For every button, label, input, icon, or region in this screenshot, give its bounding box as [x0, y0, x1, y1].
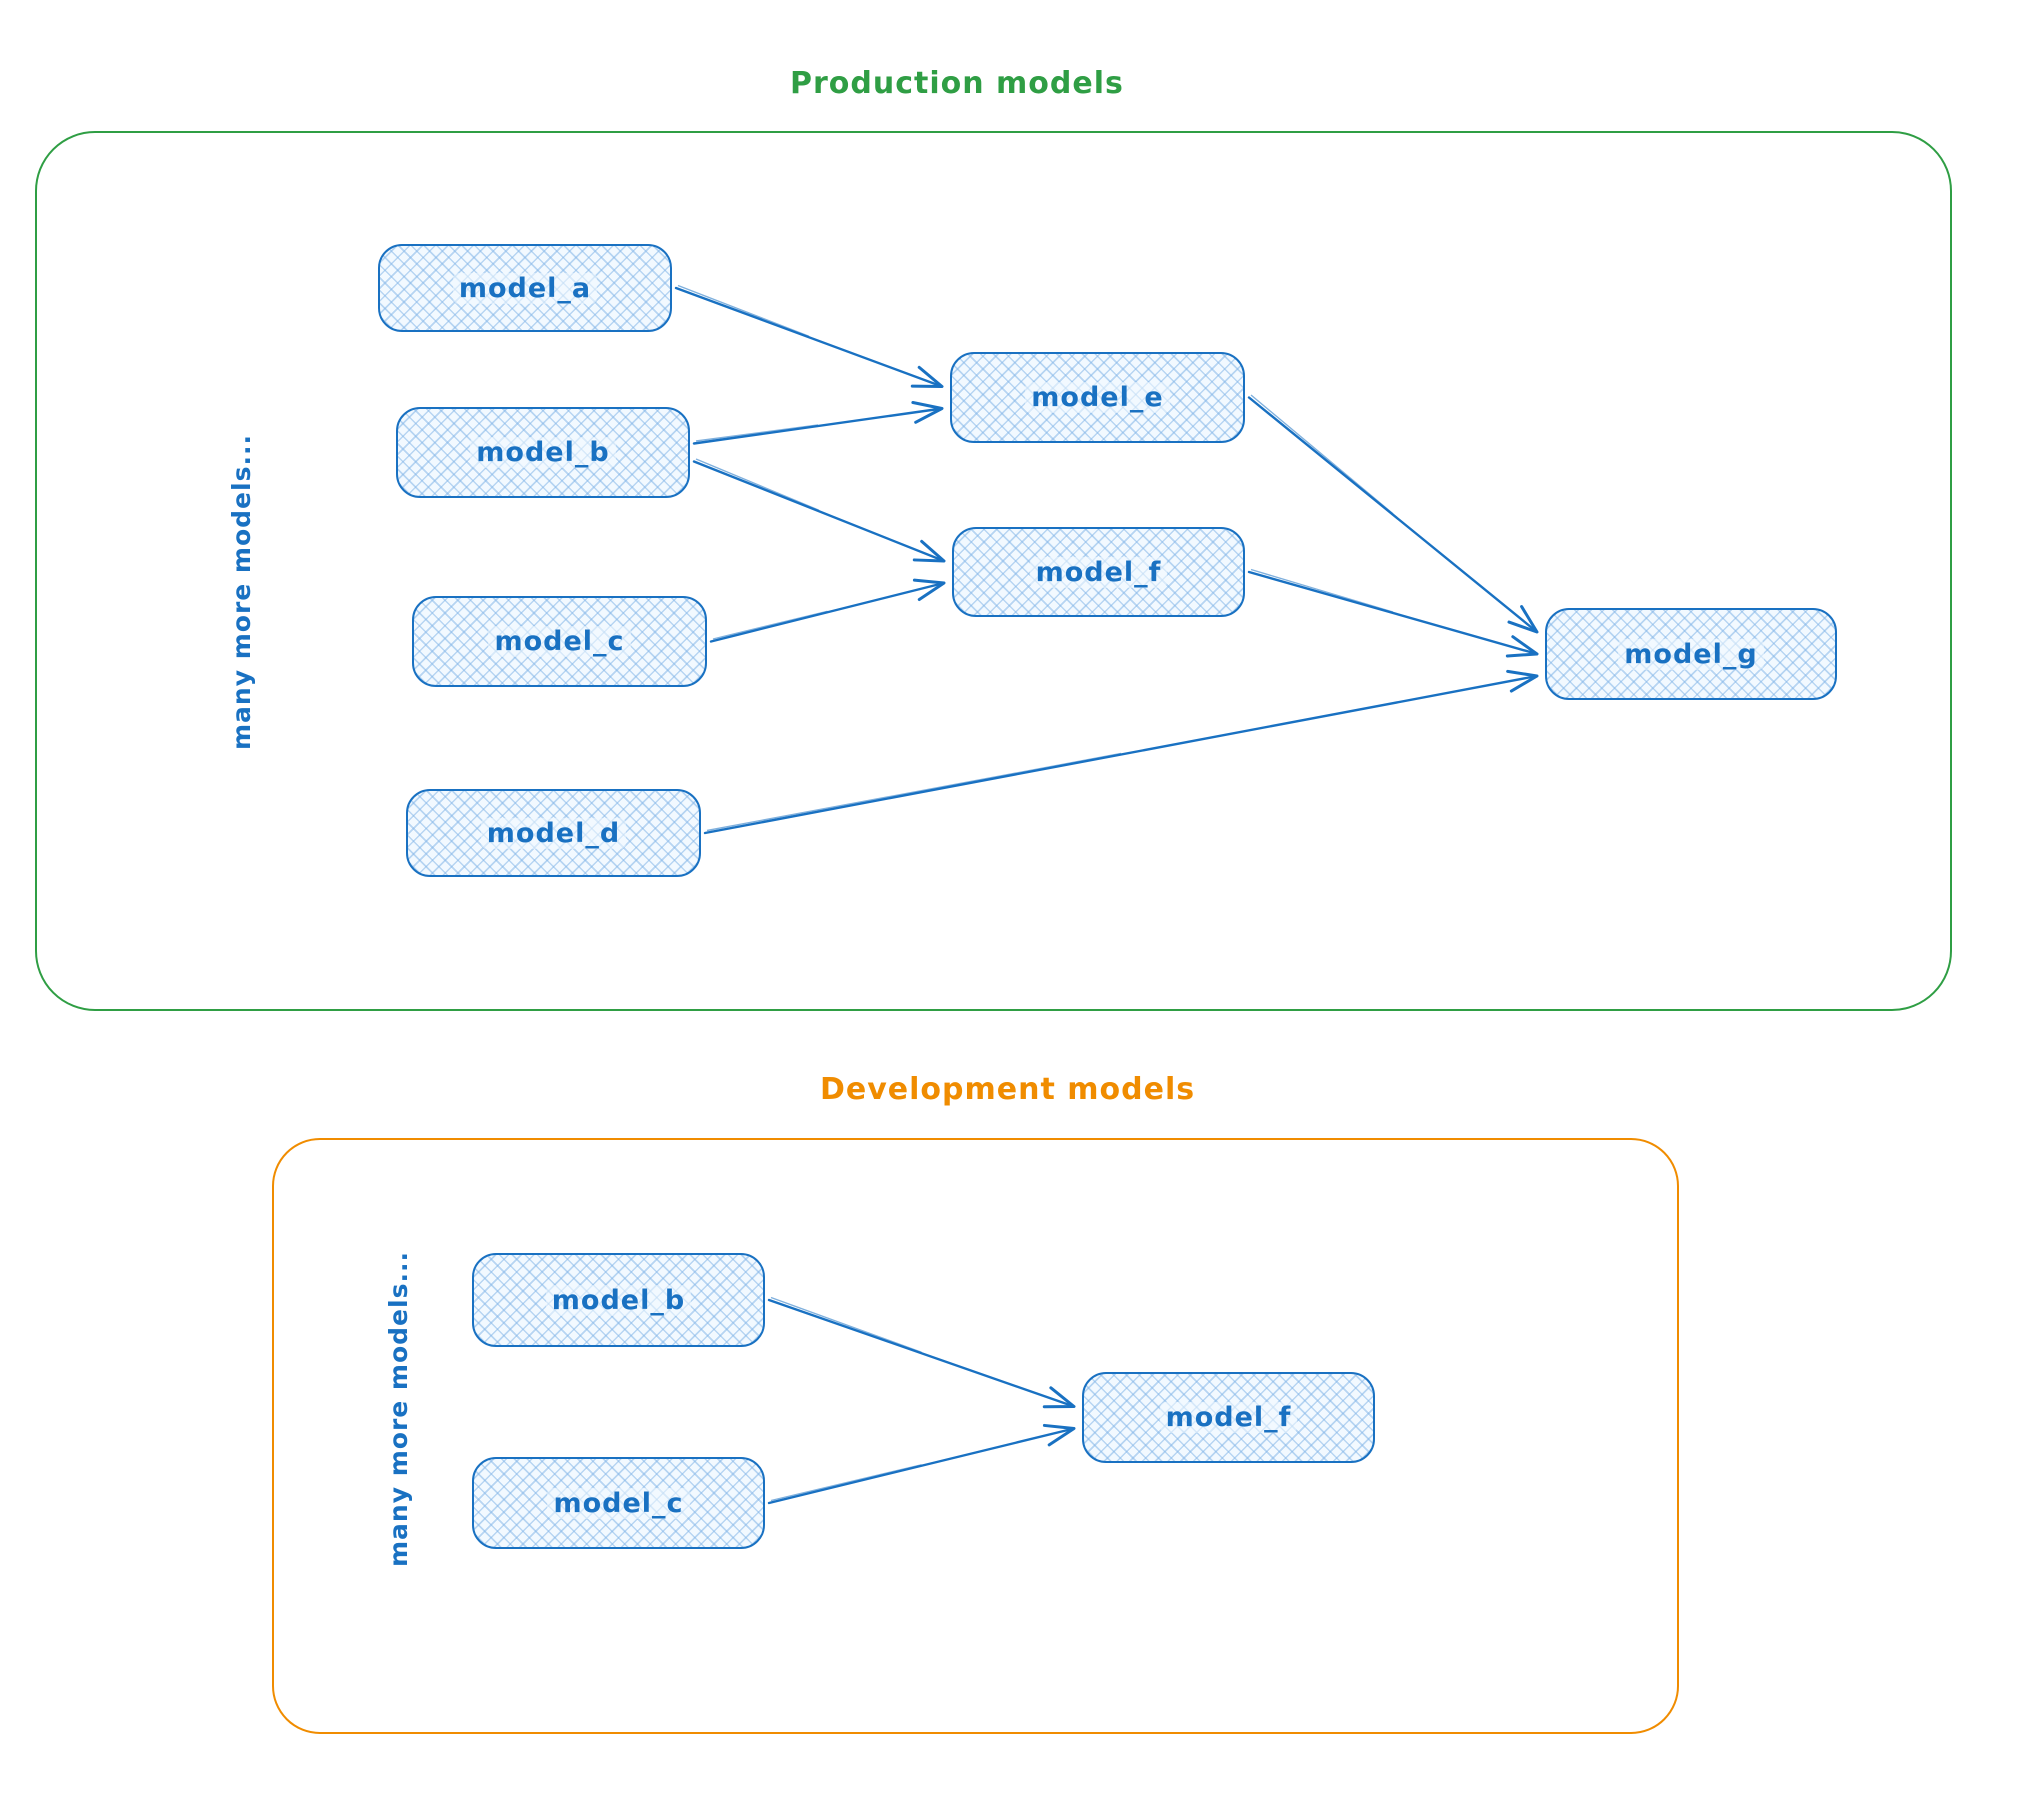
development-frame — [272, 1138, 1679, 1734]
node-model-f-development[interactable]: model_f — [1082, 1372, 1375, 1463]
node-label: model_d — [480, 817, 627, 849]
node-model-b-production[interactable]: model_b — [396, 407, 690, 498]
node-label: model_f — [1159, 1402, 1298, 1433]
production-frame — [35, 131, 1952, 1011]
node-model-e-production[interactable]: model_e — [950, 352, 1245, 443]
node-model-a-production[interactable]: model_a — [378, 244, 672, 332]
node-label: model_c — [488, 626, 631, 657]
node-model-c-production[interactable]: model_c — [412, 596, 707, 687]
node-label: model_f — [1029, 556, 1168, 588]
node-model-g-production[interactable]: model_g — [1545, 608, 1837, 700]
node-label: model_a — [452, 272, 598, 304]
node-label: model_g — [1618, 638, 1764, 670]
node-model-d-production[interactable]: model_d — [406, 789, 701, 877]
node-label: model_b — [545, 1284, 692, 1316]
production-side-label: many more models... — [227, 434, 256, 750]
node-model-b-development[interactable]: model_b — [472, 1253, 765, 1347]
node-label: model_b — [470, 437, 616, 468]
node-model-c-development[interactable]: model_c — [472, 1457, 765, 1549]
development-section-title: Development models — [820, 1072, 1196, 1107]
production-section-title: Production models — [790, 66, 1124, 101]
development-side-label: many more models... — [384, 1251, 413, 1567]
node-label: model_c — [547, 1487, 690, 1519]
node-model-f-production[interactable]: model_f — [952, 527, 1245, 617]
node-label: model_e — [1025, 382, 1170, 413]
